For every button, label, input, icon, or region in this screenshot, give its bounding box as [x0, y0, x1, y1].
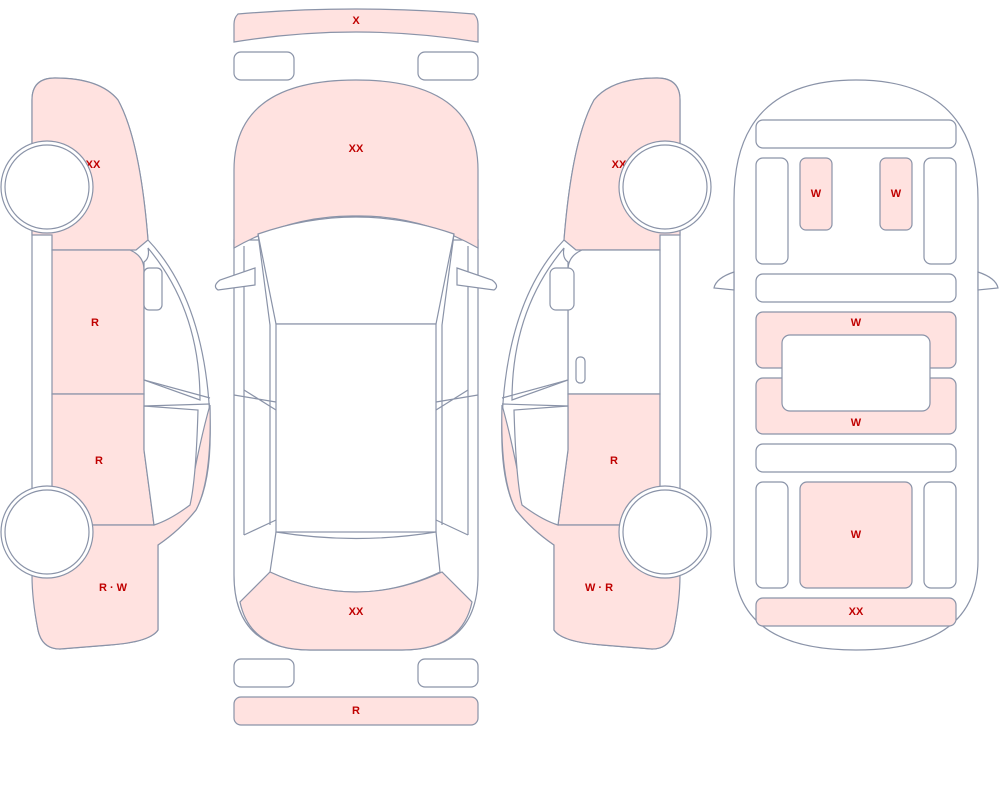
rear-seat-label: W: [851, 529, 862, 541]
hood[interactable]: [233, 79, 479, 250]
right-door-lines: [501, 379, 569, 407]
front-bumper-label: X: [352, 15, 360, 27]
front-bumper[interactable]: [233, 8, 479, 43]
right-rear-tire: [622, 489, 708, 575]
front-door-panel-right[interactable]: [923, 157, 957, 265]
right-rear-door-label: R: [610, 455, 618, 467]
taillight-right: [417, 658, 479, 688]
interior-mirror-right: [977, 271, 999, 291]
mid-panel-top-label: W: [851, 317, 862, 329]
left-front-tire: [4, 144, 90, 230]
headlight-right: [417, 51, 479, 81]
dashboard[interactable]: [755, 119, 957, 149]
left-windows: [143, 247, 201, 526]
front-seat-right[interactable]: [879, 157, 913, 231]
left-rear-tire: [4, 489, 90, 575]
sunroof[interactable]: [781, 334, 931, 412]
right-windows: [511, 247, 569, 526]
front-door-panel-left[interactable]: [755, 157, 789, 265]
interior-view: W W W W W XX: [713, 79, 999, 651]
rear-bumper[interactable]: [233, 696, 479, 726]
side-line-left: [233, 389, 277, 536]
left-rear-quarter-label: R · W: [99, 582, 128, 594]
mirror-left[interactable]: [214, 267, 256, 291]
roof: [275, 323, 437, 533]
rear-bumper-label: R: [352, 705, 360, 717]
front-seat-right-label: W: [891, 188, 902, 200]
rear-door-panel-left[interactable]: [755, 481, 789, 589]
rear-console[interactable]: [755, 443, 957, 473]
left-mirror[interactable]: [143, 267, 163, 311]
rear-door-panel-right[interactable]: [923, 481, 957, 589]
right-mirror[interactable]: [549, 267, 575, 311]
right-side-view: XX R W · R: [501, 77, 712, 650]
trunk-lid[interactable]: [239, 571, 473, 651]
right-door-handle[interactable]: [575, 356, 586, 384]
trunk-lid-label: XX: [349, 606, 364, 618]
right-front-tire: [622, 144, 708, 230]
rear-seat[interactable]: [799, 481, 913, 589]
front-seat-left[interactable]: [799, 157, 833, 231]
front-seat-left-label: W: [811, 188, 822, 200]
left-rear-door-label: R: [95, 455, 103, 467]
left-front-door-label: R: [91, 317, 99, 329]
trunk-area[interactable]: [755, 597, 957, 627]
headlight-left: [233, 51, 295, 81]
trunk-area-label: XX: [849, 606, 864, 618]
left-side-view: XX R R R · W: [0, 77, 211, 650]
interior-mirror-left: [713, 271, 735, 291]
windshield: [257, 216, 455, 325]
side-line-right: [435, 389, 479, 536]
taillight-left: [233, 658, 295, 688]
mid-panel-bottom-label: W: [851, 417, 862, 429]
left-door-lines: [143, 379, 211, 407]
mirror-right[interactable]: [456, 267, 498, 291]
hood-label: XX: [349, 143, 364, 155]
right-rear-quarter-label: W · R: [585, 582, 613, 594]
top-view: X XX XX R: [214, 8, 498, 726]
center-console[interactable]: [755, 273, 957, 303]
